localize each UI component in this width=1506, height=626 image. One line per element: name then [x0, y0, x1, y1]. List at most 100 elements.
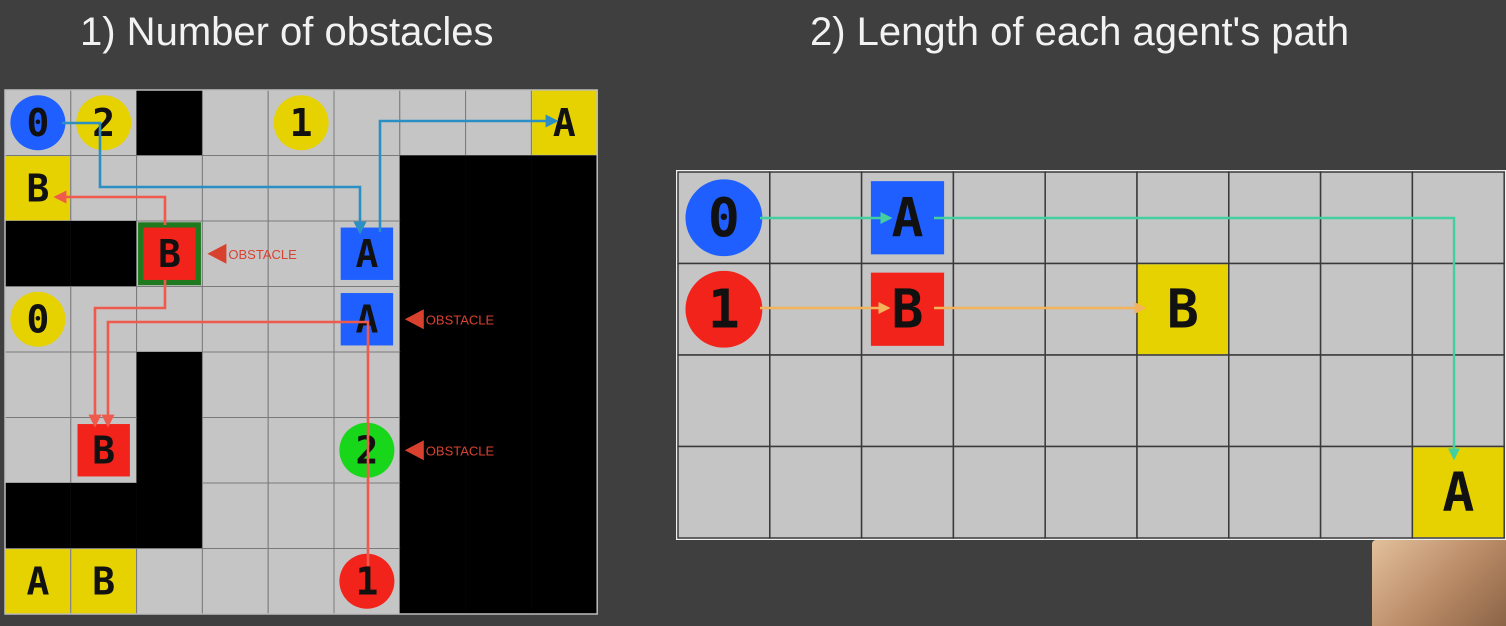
agent-circle: [685, 270, 763, 348]
obstacle-cell: [399, 352, 466, 418]
grid-cell: [1044, 354, 1138, 448]
grid-cell: [201, 286, 269, 353]
grid-cell: [70, 351, 138, 418]
token-label: A: [553, 101, 576, 145]
obstacle-cell: [465, 548, 532, 614]
obstacle-arrow-icon: [404, 440, 424, 461]
path-teal-agent0-a2: [934, 216, 1460, 461]
obstacle-cell: [531, 352, 598, 418]
obstacle-cell: [136, 417, 203, 483]
grid-cell: [201, 548, 269, 615]
grid-cell: [267, 220, 335, 287]
grid-cell: [4, 351, 72, 418]
grid-cell: [677, 354, 771, 448]
goal-square: [340, 227, 394, 280]
agent-2: 2: [76, 95, 132, 151]
agent-1: 1: [685, 270, 763, 348]
token-label: 0: [708, 187, 740, 249]
heading-path-length: 2) Length of each agent's path: [810, 10, 1350, 54]
grid-cell: [267, 482, 335, 549]
grid-cell: [952, 445, 1046, 539]
grid-cell: [1136, 445, 1230, 539]
goal-b: B: [71, 549, 136, 614]
right-paths: [760, 212, 1460, 461]
obstacle-text: OBSTACLE: [426, 443, 495, 458]
obstacle-cell: [531, 221, 598, 287]
token-label: B: [92, 559, 115, 603]
agent-circle: [10, 95, 66, 151]
goal-square: [1413, 447, 1504, 538]
grid-cell: [1044, 445, 1138, 539]
grid-cell: [201, 89, 269, 156]
obstacle-cell: [531, 286, 598, 352]
obstacle-cell: [136, 352, 203, 418]
agent-1: 1: [339, 553, 395, 609]
agent-1: 1: [273, 95, 329, 151]
grid-cell: [769, 262, 863, 356]
path-blue-agent0-a: [62, 121, 367, 235]
grid-cell: [201, 482, 269, 549]
token-label: B: [92, 428, 115, 472]
grid-cell: [136, 548, 203, 615]
grid-cell: [70, 286, 138, 353]
token-label: 0: [26, 101, 49, 145]
grid-cell: [4, 417, 72, 484]
agent-circle: [273, 95, 329, 151]
goal-a: A: [870, 181, 945, 255]
agent-circle: [10, 291, 66, 347]
obstacle-label: OBSTACLE: [404, 309, 495, 330]
obstacle-arrow-icon: [404, 309, 424, 330]
left-paths: [53, 114, 559, 566]
obstacle-label: OBSTACLE: [404, 440, 495, 461]
obstacle-cell: [399, 548, 466, 614]
grid-cell: [267, 417, 335, 484]
path-blue-agent0-a-top: [378, 114, 559, 232]
token-label: A: [1442, 462, 1474, 524]
path-red-b-lower: [88, 280, 167, 428]
grid-cell: [267, 286, 335, 353]
goal-square: [77, 424, 130, 477]
left-grid-border: [4, 89, 598, 615]
grid-cell: [399, 89, 467, 156]
goal-a: A: [340, 293, 394, 346]
grid-cell: [136, 286, 203, 353]
grid-cell: [333, 89, 401, 156]
goal-square: [1138, 264, 1228, 355]
goal-b: B: [870, 272, 945, 346]
grid-cell: [1228, 262, 1322, 356]
obstacle-cell: [531, 417, 598, 483]
goal-square: [5, 549, 70, 614]
token-label: A: [355, 232, 378, 276]
obstacle-label: OBSTACLE: [207, 243, 297, 264]
grid-cell: [677, 445, 771, 539]
goal-a: A: [5, 549, 70, 614]
obstacle-cell: [531, 483, 598, 549]
obstacle-cell: [399, 155, 466, 221]
grid-cell: [952, 262, 1046, 356]
grid-cell: [267, 548, 335, 615]
grid-cell: [1228, 354, 1322, 448]
goal-b: B: [5, 156, 70, 221]
grid-cell: [1319, 445, 1414, 539]
goal-square: [143, 227, 196, 280]
webcam-overlay: [1372, 540, 1506, 626]
agent-circle: [76, 95, 132, 151]
obstacle-cell: [136, 483, 203, 549]
obstacle-cell: [399, 221, 466, 287]
obstacle-cell: [465, 286, 532, 352]
obstacle-cell: [70, 483, 137, 549]
grid-cell: [1136, 354, 1230, 448]
token-label: A: [355, 297, 378, 341]
obstacle-cell: [531, 548, 598, 614]
token-label: A: [892, 187, 924, 249]
obstacle-cell: [465, 221, 532, 287]
goal-b: B: [138, 222, 201, 286]
goal-b: B: [1138, 264, 1228, 355]
token-label: 2: [92, 101, 115, 145]
heading-number-of-obstacles: 1) Number of obstacles: [80, 10, 494, 54]
goal-square: [71, 549, 136, 614]
obstacle-cell: [465, 483, 532, 549]
goal-square: [532, 90, 597, 155]
